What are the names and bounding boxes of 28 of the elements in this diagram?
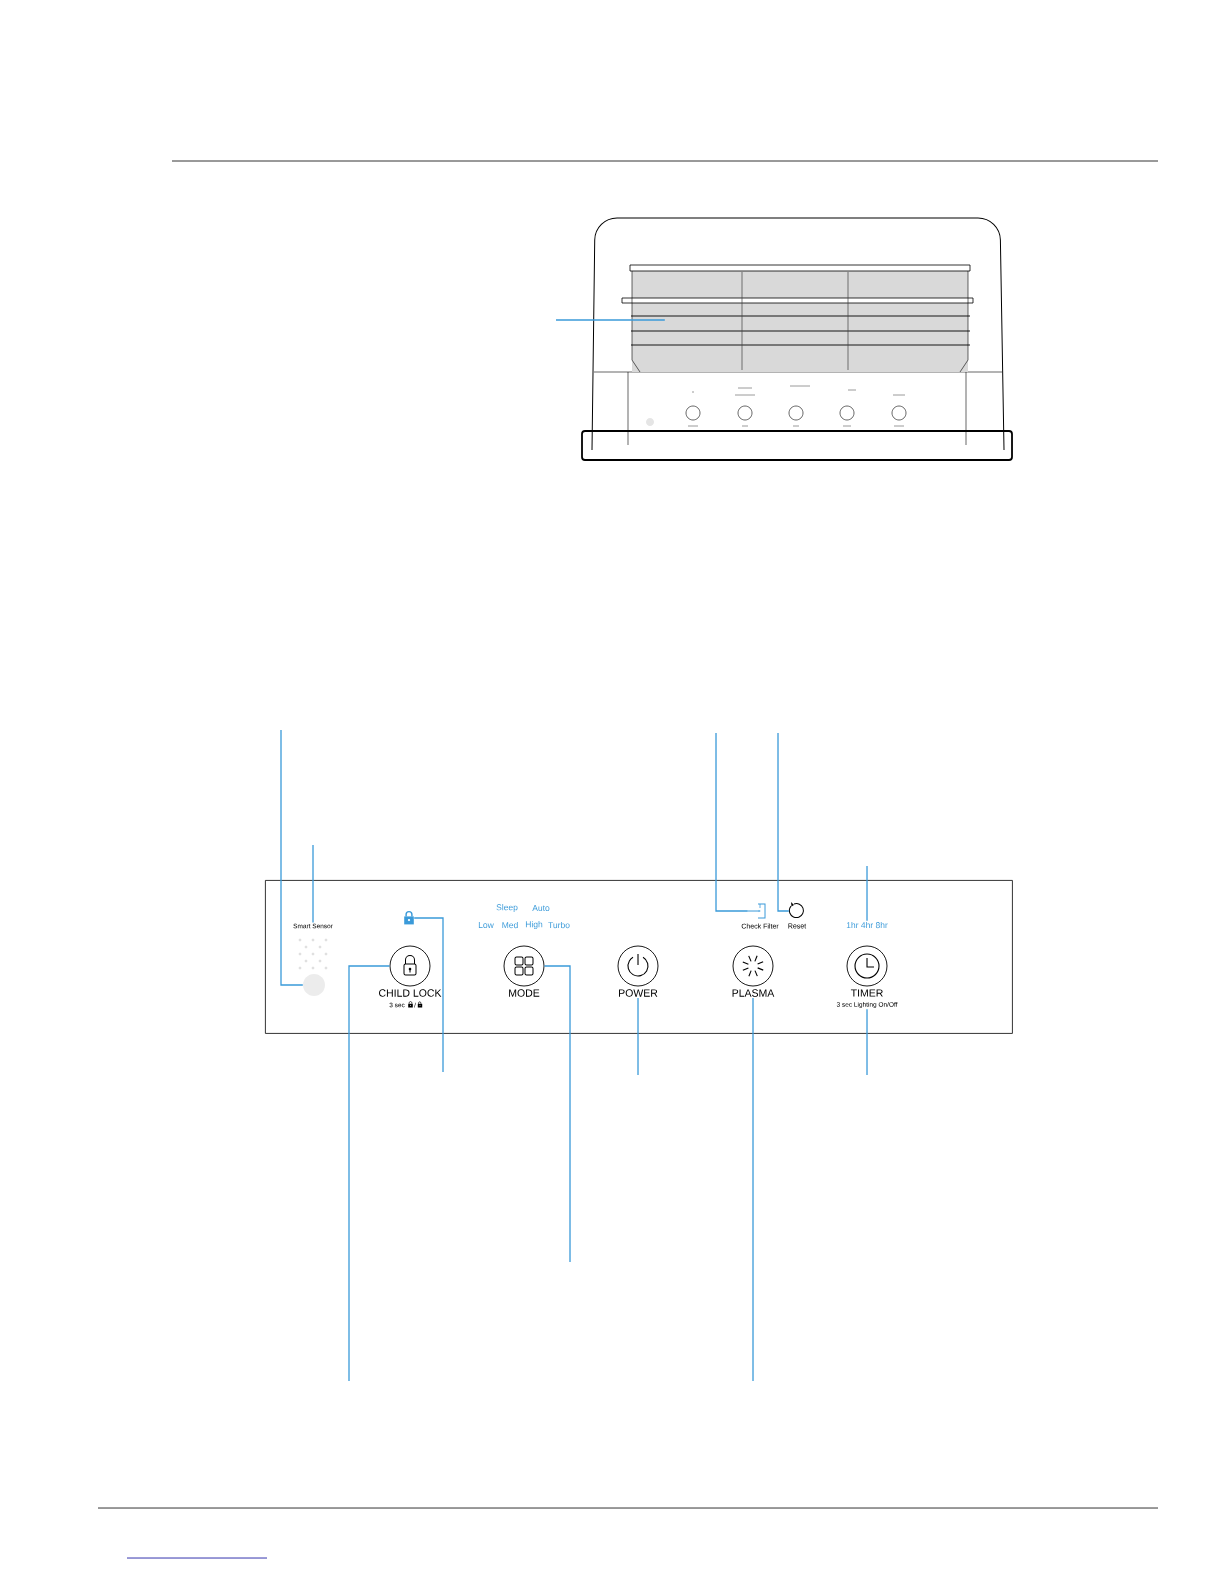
timer-hours: 1hr 4hr 8hr <box>846 921 888 929</box>
mode-label: Auto <box>532 905 550 911</box>
button-label: MODE <box>509 989 540 997</box>
leader-line <box>555 319 666 321</box>
button-label: TIMER <box>850 989 883 997</box>
leader-line <box>543 965 571 1263</box>
air-purifier-drawing <box>581 217 1013 461</box>
leader-line <box>866 865 868 922</box>
sensor-window <box>303 974 325 996</box>
control-panel <box>265 880 1013 1034</box>
button-label: CHILD LOCK <box>379 989 442 997</box>
leader-line <box>752 997 754 1382</box>
mode-label: High <box>525 921 543 929</box>
lock-icon <box>404 910 414 925</box>
mode-label: Low <box>478 922 494 928</box>
button-label: POWER <box>619 989 658 997</box>
leader-line <box>866 1008 868 1076</box>
mode-label: Med <box>502 921 518 929</box>
leader-line <box>312 844 314 924</box>
mode-label: Sleep <box>496 904 518 912</box>
mode-label: Turbo <box>548 921 570 929</box>
leader-line <box>715 732 749 912</box>
leader-line <box>637 997 639 1076</box>
leader-line <box>777 732 790 912</box>
leader-line <box>348 965 391 1382</box>
leader-line <box>413 917 444 1073</box>
button-label: PLASMA <box>732 989 775 997</box>
leader-line <box>280 729 304 986</box>
